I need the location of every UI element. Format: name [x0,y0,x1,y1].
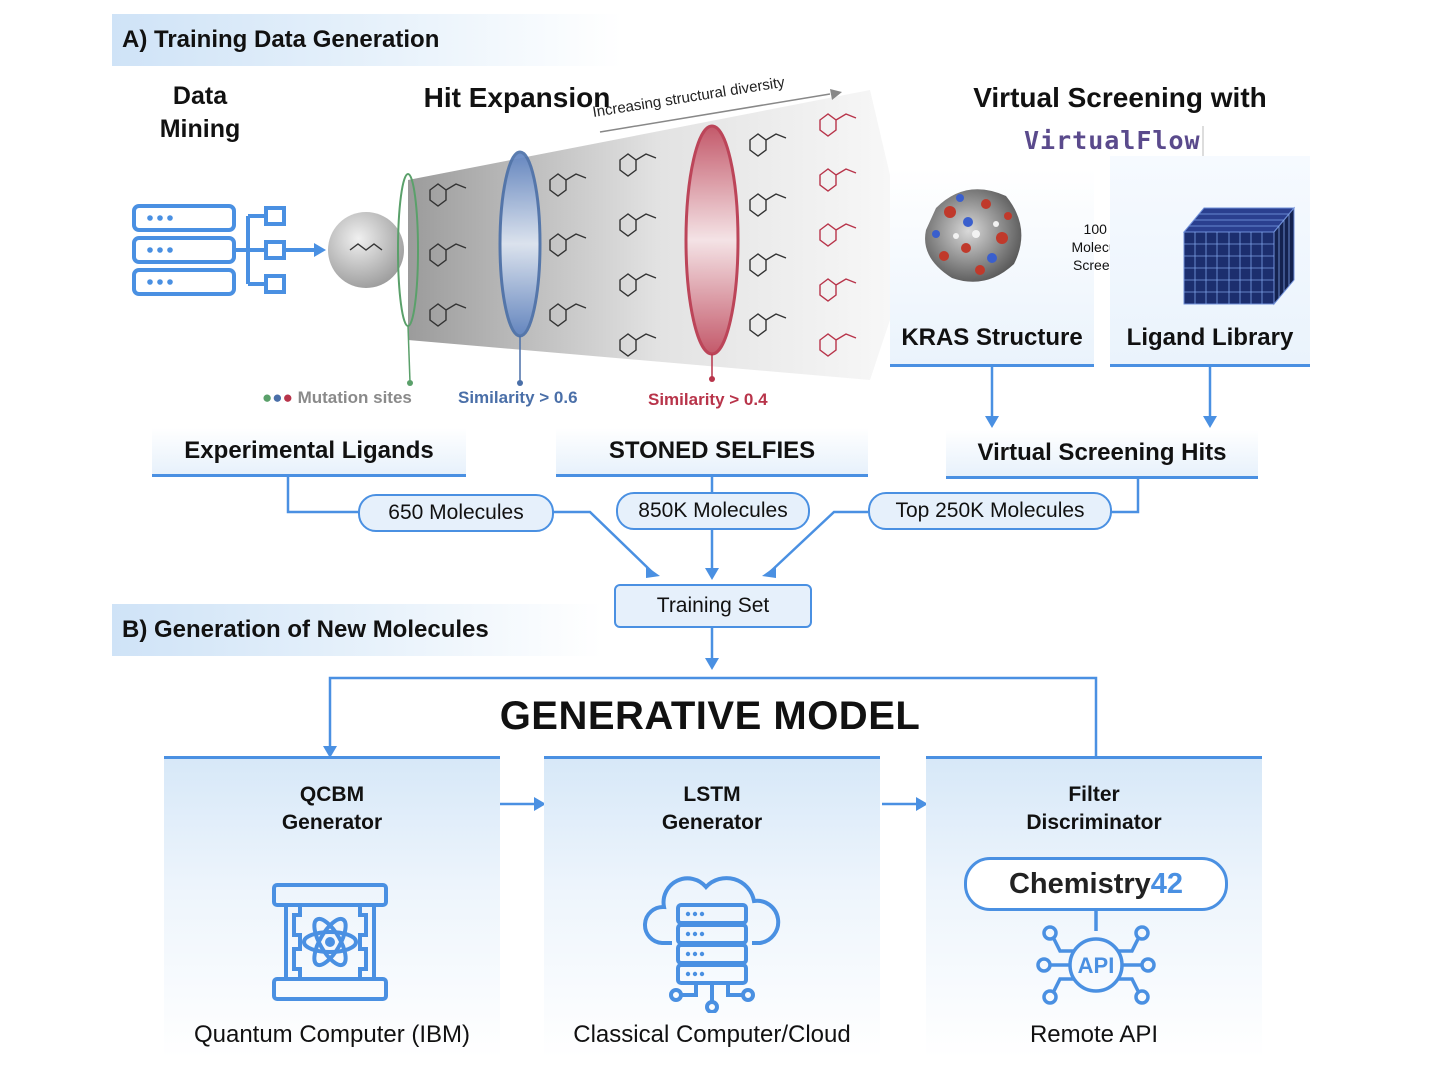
kras-structure-label: KRAS Structure [901,324,1083,351]
hit-expansion-title: Hit Expansion [423,82,611,113]
training-set-text: Training Set [656,594,770,617]
virtualflow-logo-text: VirtualFlow [1024,126,1201,155]
virtualflow-logo: VirtualFlow [1024,126,1204,162]
chemistry42-logo-num: 42 [1150,867,1184,900]
lstm-title: LSTM Generator [661,783,763,834]
qcbm-panel: QCBM Generator Quantum Computer (IBM) [164,756,500,1059]
generative-model-title: GENERATIVE MODEL [499,694,921,738]
data-mining-title: Data Mining [140,80,260,146]
similarity-06-label: Similarity > 0.6 [458,388,578,407]
experimental-count-pill: 650 Molecules [358,494,554,532]
mutation-sites-legend: ●●● Mutation sites [262,388,412,407]
database-icon [132,204,326,296]
experimental-count-text: 650 Molecules [388,501,524,524]
ligand-library-panel: Ligand Library [1110,156,1310,367]
molecule-sketches-red [819,113,857,357]
filter-caption: Remote API [1029,1021,1159,1048]
kras-structure-panel: KRAS Structure [890,168,1094,367]
diversity-arrow [599,93,831,133]
vs-hits-count-text: Top 250K Molecules [895,499,1085,522]
stoned-count-text: 850K Molecules [638,499,788,522]
data-mining-line2: Mining [159,115,241,143]
hit-expansion-funnel [328,89,910,386]
ligand-cube-icon [1182,206,1296,306]
qcbm-title: QCBM Generator [281,783,383,834]
qcbm-caption: Quantum Computer (IBM) [193,1021,471,1048]
lstm-panel: LSTM Generator Classical Computer/Cloud [544,756,880,1059]
molecule-sketches [349,133,787,357]
data-mining-line1: Data [172,82,228,110]
api-network-icon: API [1036,909,1156,1005]
ligand-library-label: Ligand Library [1126,324,1294,351]
quantum-computer-icon [272,883,388,1001]
virtual-screening-hits-label: Virtual Screening Hits [946,430,1258,479]
section-b-label: B) Generation of New Molecules [122,616,489,643]
chemistry42-logo-main: Chemistry [1008,867,1151,900]
cloud-server-icon [642,876,781,1013]
training-set-box: Training Set [614,584,812,628]
experimental-ligands-label: Experimental Ligands [152,428,466,477]
filter-title: Filter Discriminator [1026,783,1162,834]
virtual-screening-title: Virtual Screening with [973,82,1267,113]
similarity-04-label: Similarity > 0.4 [648,390,768,409]
stoned-selfies-text: STONED SELFIES [608,437,816,464]
lstm-caption: Classical Computer/Cloud [573,1021,851,1048]
mutation-dots-icon: ● [262,388,273,407]
section-b-banner: B) Generation of New Molecules [112,604,602,656]
api-icon-text: API [1078,953,1115,978]
experimental-ligands-text: Experimental Ligands [184,437,434,464]
section-a-banner: A) Training Data Generation [112,14,622,66]
stoned-count-pill: 850K Molecules [616,492,810,530]
vs-hits-count-pill: Top 250K Molecules [868,492,1112,530]
virtual-screening-hits-text: Virtual Screening Hits [977,439,1227,466]
section-a-label: A) Training Data Generation [122,26,440,53]
mutation-sites-label: Mutation sites [297,388,412,407]
kras-protein-image [925,189,1022,282]
